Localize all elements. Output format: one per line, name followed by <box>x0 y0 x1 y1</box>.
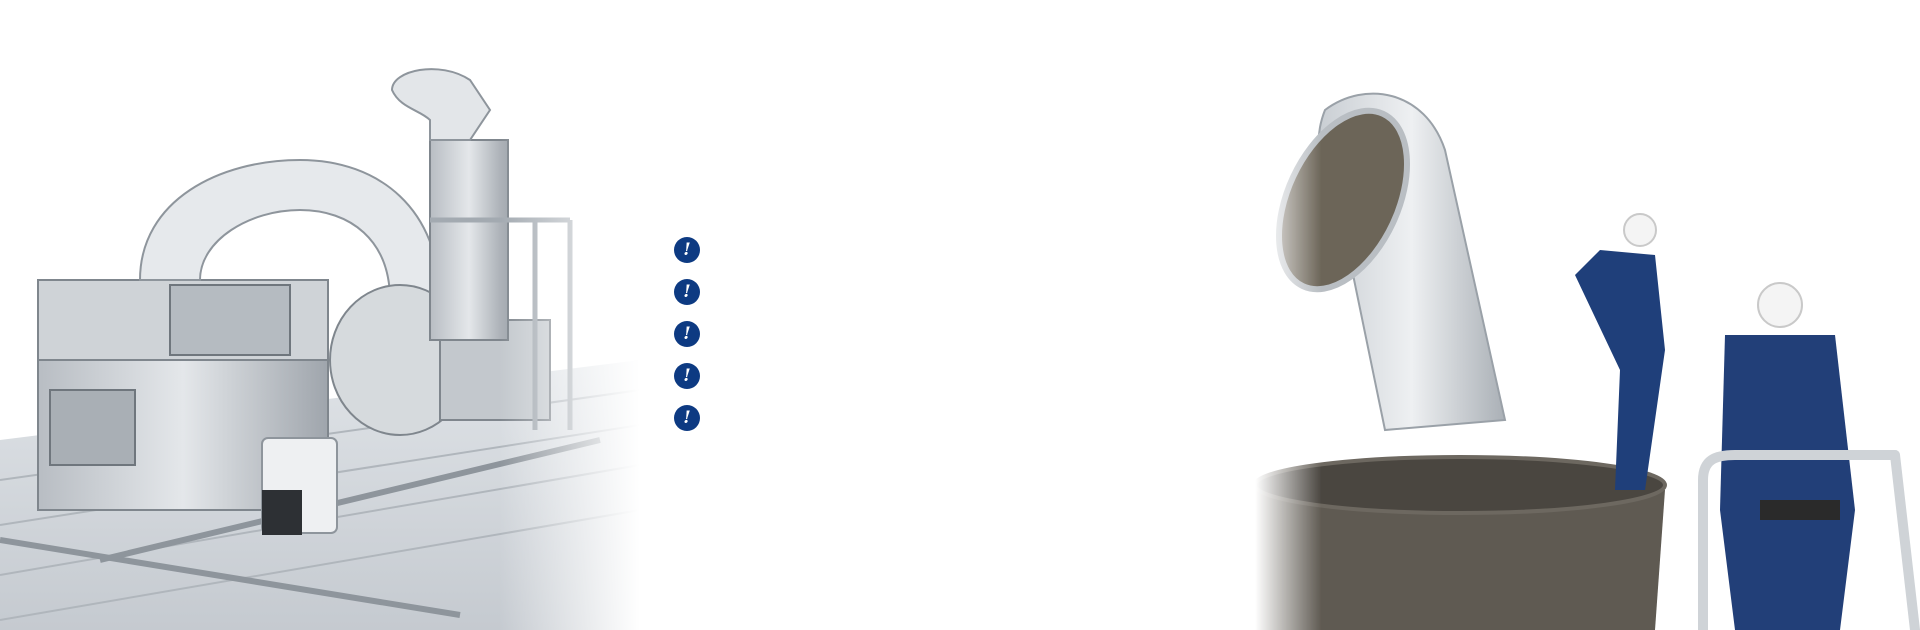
alert-item: ! <box>674 405 712 431</box>
alert-item: ! <box>674 363 712 389</box>
alert-item: ! <box>674 279 712 305</box>
workers-illustration <box>1255 90 1920 630</box>
equipment-photo <box>0 60 640 630</box>
exclamation-circle-icon: ! <box>674 237 700 263</box>
exclamation-circle-icon: ! <box>674 363 700 389</box>
alert-list: ! ! ! ! ! <box>674 237 712 447</box>
exclamation-circle-icon: ! <box>674 321 700 347</box>
alert-item: ! <box>674 237 712 263</box>
exclamation-circle-icon: ! <box>674 405 700 431</box>
equipment-illustration <box>0 60 640 630</box>
exclamation-circle-icon: ! <box>674 279 700 305</box>
alert-item: ! <box>674 321 712 347</box>
workers-photo <box>1255 90 1920 630</box>
